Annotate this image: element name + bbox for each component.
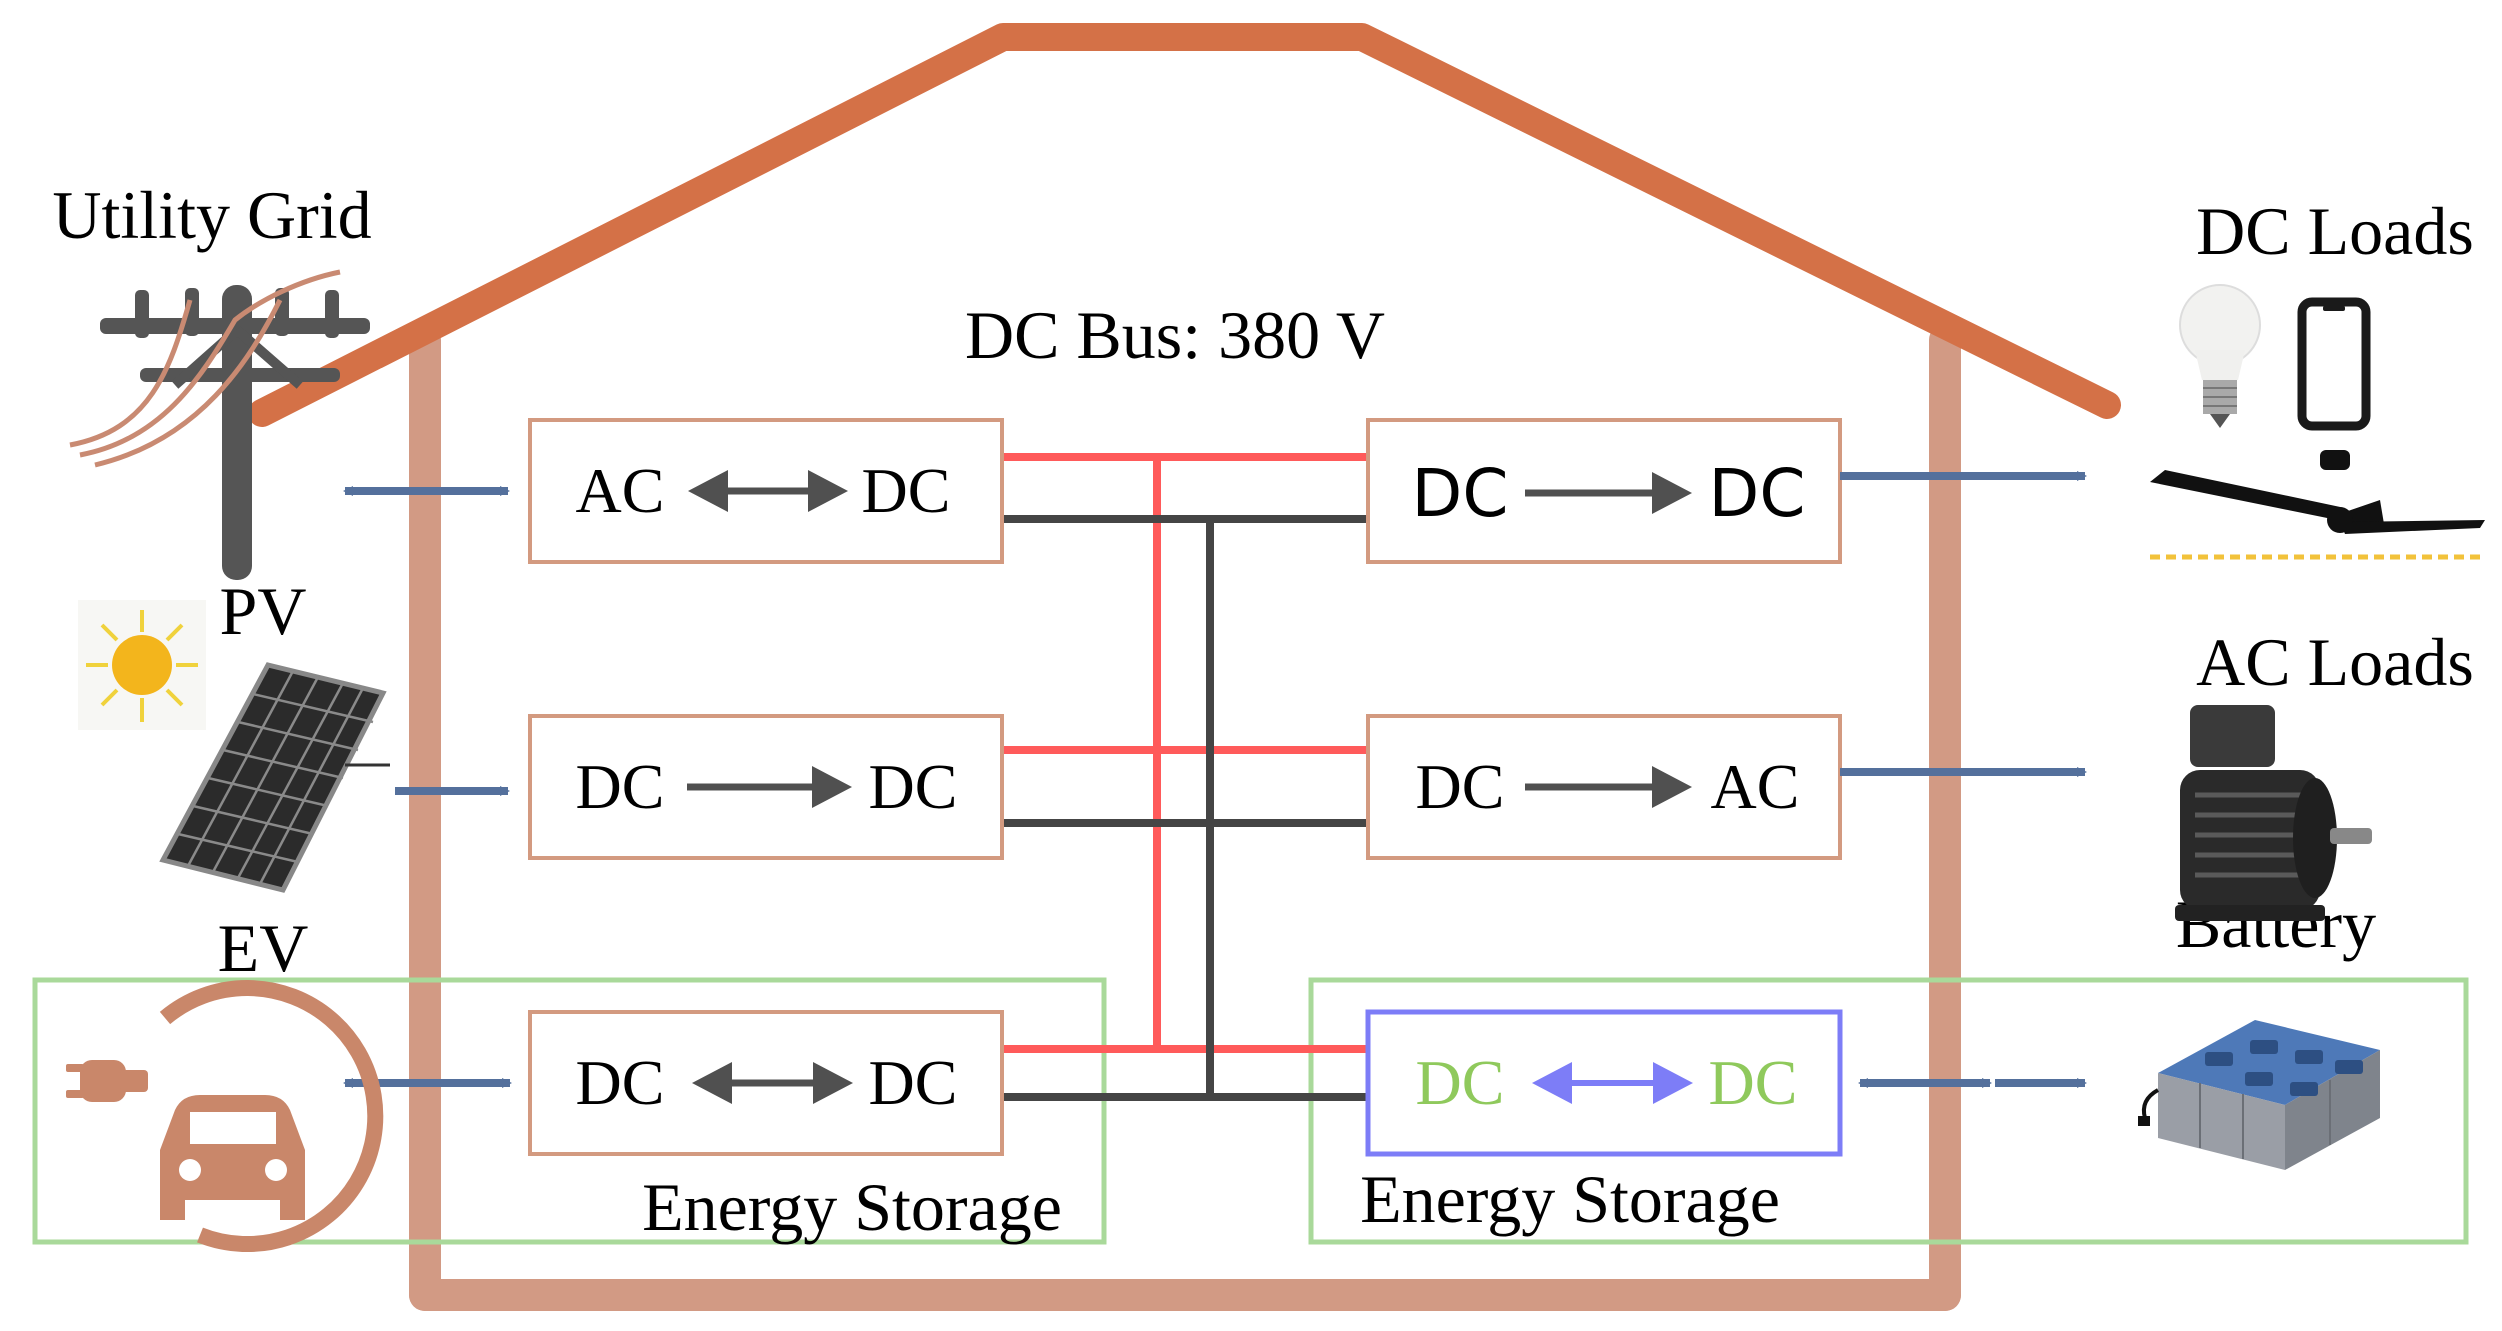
house-walls (409, 324, 1961, 1311)
dc-bus (995, 453, 1380, 1101)
right-arrow-icon (1525, 472, 1692, 514)
converter-pv-from: DC (576, 751, 665, 822)
bidirectional-arrow-icon (688, 470, 848, 512)
energy-storage-right-label: Energy Storage (1360, 1161, 1780, 1237)
converter-battery: DC DC (1365, 1009, 1843, 1157)
right-arrow-icon (1525, 766, 1692, 808)
utility-pole-icon (69, 269, 370, 580)
energy-storage-left-label: Energy Storage (642, 1169, 1062, 1245)
converter-ev-from: DC (576, 1047, 665, 1118)
ev-charging-icon (66, 980, 384, 1253)
bidirectional-arrow-icon (1532, 1062, 1693, 1104)
ceiling-fan-icon (2150, 450, 2485, 560)
energy-storage-group-right (1308, 977, 2469, 1245)
right-arrow-icon (687, 766, 852, 808)
converter-grid: AC DC (528, 418, 1004, 564)
converter-ev-to: DC (869, 1047, 958, 1118)
converter-ev: DC DC (528, 1010, 1004, 1156)
converter-grid-from: AC (576, 455, 665, 526)
converter-grid-to: DC (862, 455, 951, 526)
converter-dc-loads: DC DC (1366, 418, 1842, 564)
flow-arrows (343, 471, 2087, 1088)
solar-panel-icon (159, 662, 390, 893)
ev-label: EV (218, 910, 309, 986)
converter-battery-from: DC (1416, 1047, 1505, 1118)
converter-pv: DC DC (528, 714, 1004, 860)
light-bulb-icon (2179, 284, 2261, 428)
ac-loads-label: AC Loads (2196, 624, 2474, 700)
dc-bus-label: DC Bus: 380 V (965, 297, 1385, 373)
dc-loads-label: DC Loads (2196, 193, 2474, 269)
motor-icon (2175, 705, 2372, 921)
smartphone-icon (2297, 297, 2371, 431)
bidirectional-arrow-icon (692, 1062, 853, 1104)
converter-battery-to: DC (1709, 1047, 1798, 1118)
converter-ac-loads: DC AC (1366, 714, 1842, 860)
converter-dc-loads-from: DC (1412, 455, 1509, 532)
battery-bank-icon (2138, 1020, 2380, 1170)
energy-storage-group-left (32, 977, 1107, 1245)
pv-label: PV (220, 573, 307, 649)
utility-grid-label: Utility Grid (52, 177, 371, 253)
converter-pv-to: DC (869, 751, 958, 822)
converter-ac-loads-to: AC (1711, 751, 1800, 822)
converter-dc-loads-to: DC (1709, 455, 1806, 532)
sun-icon (78, 600, 206, 730)
converter-ac-loads-from: DC (1416, 751, 1505, 822)
house-roof (248, 23, 2121, 427)
